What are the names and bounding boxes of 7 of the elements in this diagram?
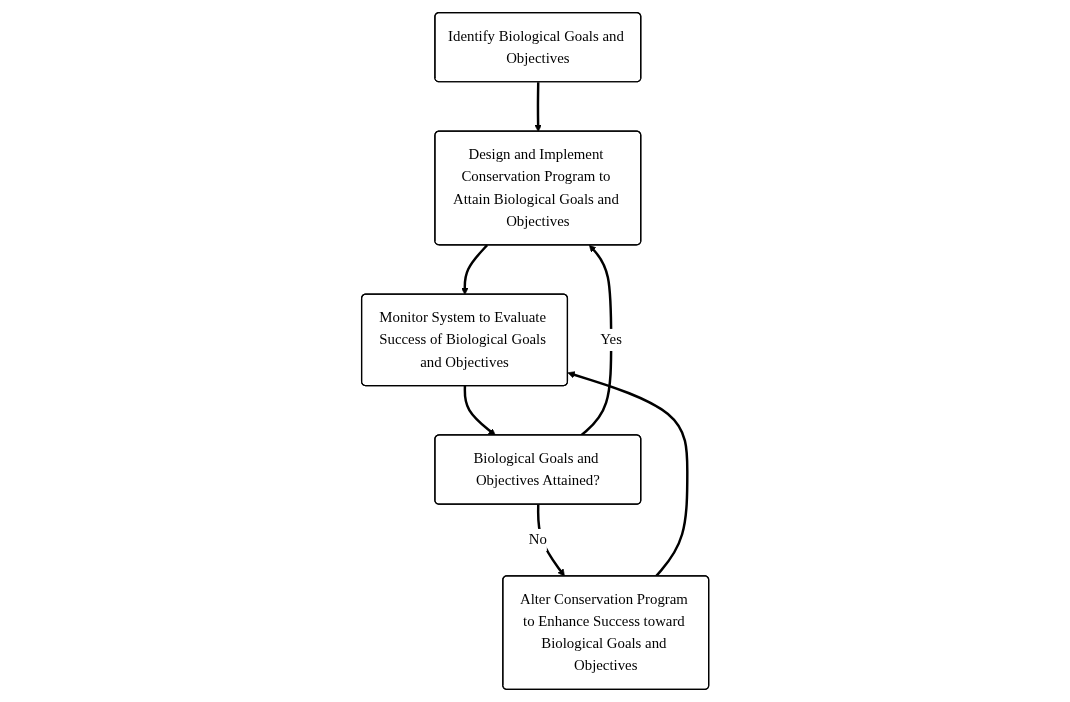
arrow bbox=[536, 504, 565, 577]
arrow bbox=[567, 371, 689, 577]
arrow bbox=[463, 385, 496, 436]
edge-label: No bbox=[528, 531, 547, 548]
arrow bbox=[534, 82, 542, 132]
edge-label: Yes bbox=[600, 331, 622, 348]
arrow bbox=[461, 244, 488, 295]
